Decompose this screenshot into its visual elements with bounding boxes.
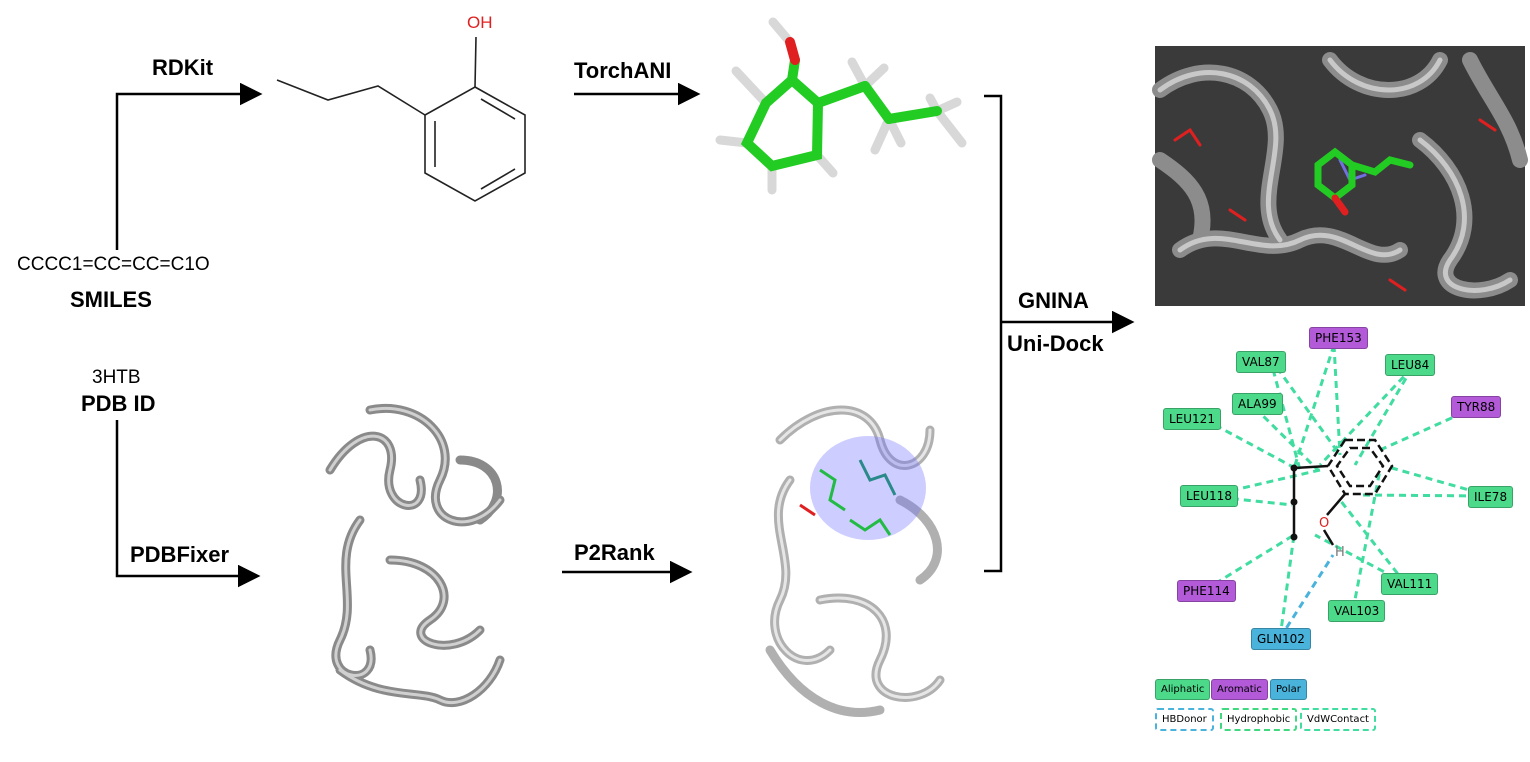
- residue-tyr88: TYR88: [1451, 396, 1502, 418]
- step-label-gnina: GNINA: [1018, 288, 1089, 313]
- residue-leu84: LEU84: [1385, 354, 1436, 376]
- legend-polar: Polar: [1270, 679, 1307, 700]
- oxygen-atom-label: O: [1319, 516, 1330, 531]
- legend-hydrophobic: Hydrophobic: [1220, 708, 1298, 731]
- p2rank-protein-cartoon: [765, 405, 945, 717]
- legend-aromatic: Aromatic: [1211, 679, 1268, 700]
- interaction-lines: [1204, 344, 1491, 639]
- torchani-3d-ligand: [715, 17, 967, 195]
- legend-aliphatic: Aliphatic: [1155, 679, 1211, 700]
- docked-complex-ribbons: [1152, 52, 1528, 299]
- step-label-unidock: Uni-Dock: [1007, 331, 1104, 356]
- residue-leu118: LEU118: [1180, 485, 1238, 507]
- residue-phe153: PHE153: [1309, 327, 1368, 349]
- hydroxyl-label: OH: [467, 13, 493, 32]
- rdkit-2d-structure: [276, 36, 526, 202]
- residue-val87: VAL87: [1236, 351, 1286, 373]
- residue-gln102: GLN102: [1251, 628, 1311, 650]
- step-label-torchani: TorchANI: [574, 58, 672, 83]
- residue-ala99: ALA99: [1232, 393, 1283, 415]
- binding-pocket-surface: [810, 436, 926, 540]
- pdb-to-pdbfixer-arrow: [115, 420, 261, 588]
- docked-ligand: [1314, 147, 1414, 216]
- pdbfixer-protein-cartoon: [325, 404, 505, 708]
- ligand-2d-depiction: [1292, 438, 1394, 546]
- step-label-pdbfixer: PDBFixer: [130, 542, 230, 567]
- ligand-atoms: [1290, 464, 1298, 541]
- step-label-rdkit: RDKit: [152, 55, 214, 80]
- pdb-id-caption: PDB ID: [81, 391, 156, 416]
- smiles-caption: SMILES: [70, 287, 152, 312]
- residue-val103: VAL103: [1328, 600, 1386, 622]
- smiles-value: CCCC1=CC=CC=C1O: [17, 254, 210, 275]
- residue-phe114: PHE114: [1177, 580, 1236, 602]
- pocket-residues: [799, 459, 897, 536]
- legend-hbdonor: HBDonor: [1155, 708, 1214, 731]
- residue-ile78: ILE78: [1468, 486, 1514, 508]
- hydrogen-atom-label: H: [1335, 545, 1345, 560]
- pdb-id-value: 3HTB: [92, 367, 141, 388]
- merge-bracket: [984, 94, 1003, 573]
- legend-vdwcontact: VdWContact: [1300, 708, 1376, 731]
- smiles-to-rdkit-arrow: [115, 82, 263, 250]
- residue-leu121: LEU121: [1163, 408, 1221, 430]
- docked-complex-render: [1155, 46, 1525, 306]
- step-label-p2rank: P2Rank: [574, 540, 655, 565]
- residue-val111: VAL111: [1381, 573, 1439, 595]
